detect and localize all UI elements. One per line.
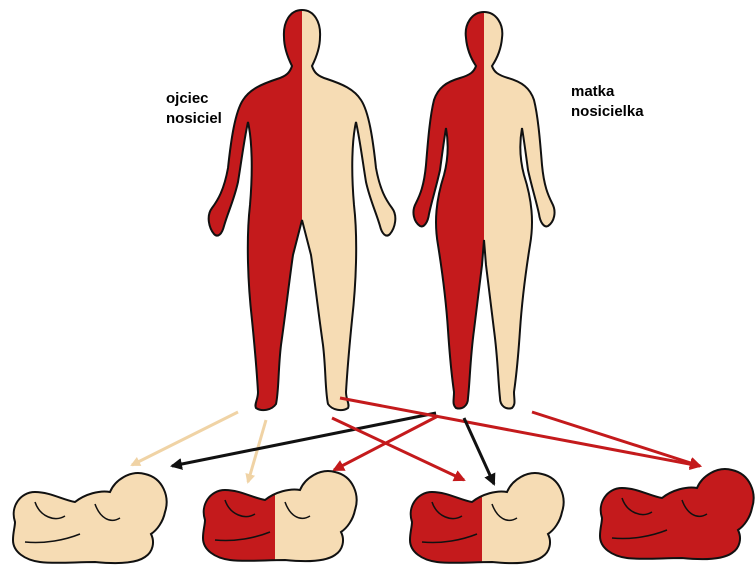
father-label-line2: nosiciel xyxy=(166,109,222,129)
offspring-carrier-1 xyxy=(203,471,357,561)
offspring-healthy xyxy=(13,473,167,563)
father-figure xyxy=(209,10,396,410)
mother-label: matka nosicielka xyxy=(571,82,644,122)
arrow-mother-to-baby3 xyxy=(464,418,494,484)
arrow-father-to-baby4 xyxy=(340,398,700,466)
father-label-line1: ojciec xyxy=(166,89,222,109)
father-label: ojciec nosiciel xyxy=(166,89,222,129)
mother-figure xyxy=(413,12,554,409)
inheritance-arrows xyxy=(132,398,700,484)
mother-label-line1: matka xyxy=(571,82,644,102)
arrow-father-to-baby3 xyxy=(332,418,464,480)
mother-label-line2: nosicielka xyxy=(571,102,644,122)
arrow-mother-to-baby1 xyxy=(172,413,436,466)
offspring-affected xyxy=(600,469,754,559)
offspring-carrier-2 xyxy=(410,473,564,563)
